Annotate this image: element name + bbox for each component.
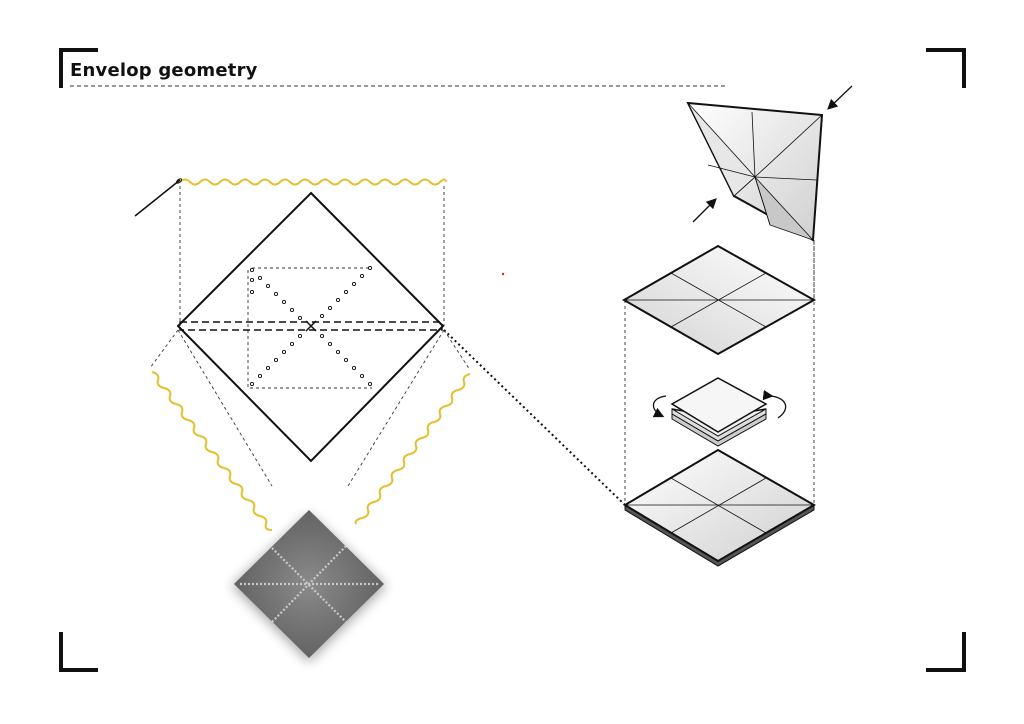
red-marker — [501, 272, 505, 276]
needle — [134, 179, 181, 217]
centre-strip — [179, 321, 443, 331]
arrow-bottom-left — [692, 198, 717, 223]
fabric-swatch — [232, 510, 386, 662]
thread-lower-left — [151, 371, 273, 531]
rotate-arrow-left — [652, 395, 667, 418]
folded-envelope — [686, 101, 824, 242]
frame-corners — [59, 48, 966, 672]
exploded-view — [621, 85, 853, 567]
flat-pattern — [134, 178, 505, 531]
stitch-holes — [249, 265, 373, 387]
page-title: Envelop geometry — [70, 60, 258, 81]
projection-lines — [149, 186, 471, 487]
corner-bottom-left — [59, 632, 98, 672]
needle-eye — [175, 178, 183, 184]
connector-line — [443, 329, 626, 506]
corner-bottom-right — [926, 632, 966, 672]
arrow-top-right — [827, 85, 853, 110]
envelope-diamond — [176, 191, 445, 463]
centre-cross — [305, 320, 317, 332]
rotate-arrow-right — [762, 389, 787, 419]
thread-top — [179, 178, 447, 186]
layer-base — [623, 448, 816, 567]
corner-top-left — [59, 48, 98, 88]
corner-top-right — [926, 48, 966, 88]
layer-top-sheet — [621, 244, 817, 356]
stacked-pad — [670, 377, 768, 447]
thread-lower-right — [354, 373, 471, 525]
